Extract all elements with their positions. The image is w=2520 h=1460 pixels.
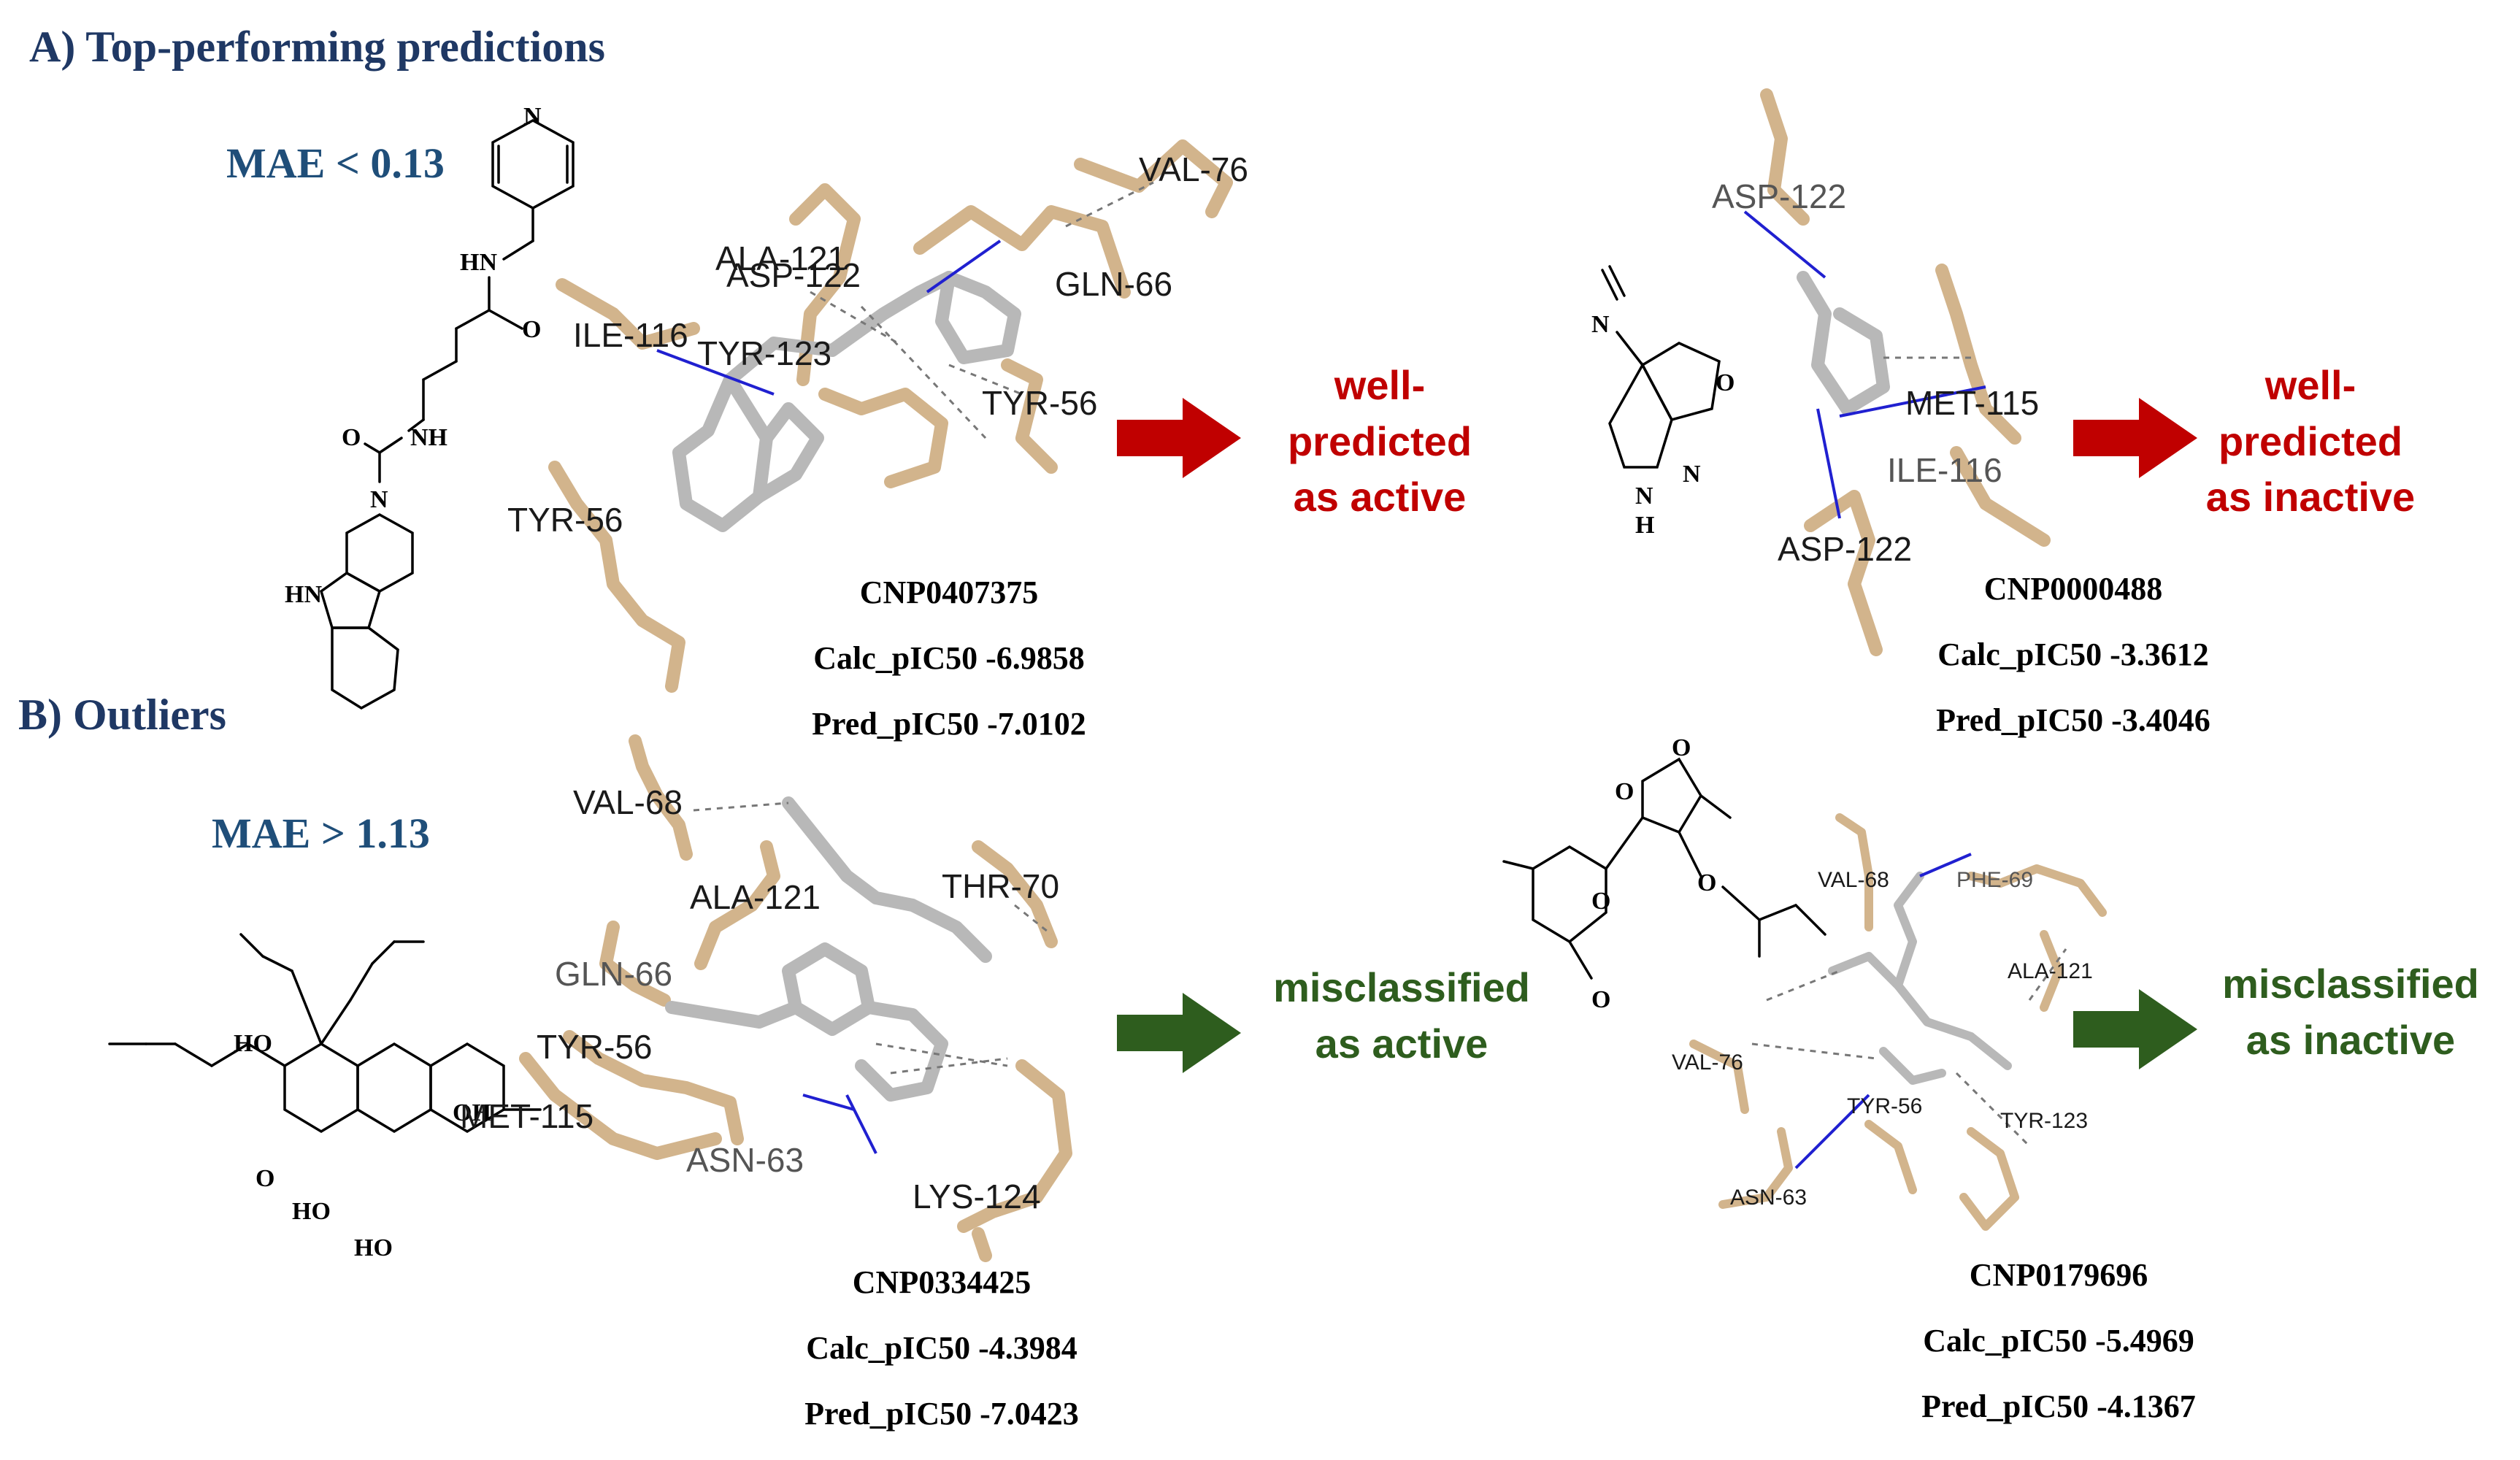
atom-n: N xyxy=(523,103,542,130)
calc-pic50: Calc_pIC50 -3.3612 xyxy=(1937,637,2209,672)
atom-n3: N xyxy=(1635,483,1653,510)
atom-nh: NH xyxy=(410,424,447,451)
verdict-line: as inactive xyxy=(2205,474,2416,520)
atom-n2: N xyxy=(1683,461,1701,488)
atom-ho: HO xyxy=(234,1030,272,1057)
structure-2d-cnp0179696: O O O O O xyxy=(1502,734,1826,1013)
residue-label: MET-115 xyxy=(1905,384,2039,422)
pred-pic50: Pred_pIC50 -4.1367 xyxy=(1921,1388,2196,1424)
residue-label: TYR-123 xyxy=(2000,1109,2088,1133)
verdict-line: well- xyxy=(1334,362,1426,408)
residue-label: TYR-56 xyxy=(507,501,623,539)
arrow-right-icon xyxy=(1117,398,1241,478)
atom-o2: O xyxy=(342,424,361,451)
structure-2d-cnp0000488: N O N N H xyxy=(1591,265,1735,539)
atom-n2: N xyxy=(370,486,388,513)
binding-pose-3d-cnp0000488: ASP-122 MET-115 ILE-116 ASP-122 xyxy=(1712,88,2051,656)
binding-pose-3d-cnp0179696: VAL-68 PHE-69 ALA-121 VAL-76 TYR-56 TYR-… xyxy=(1672,813,2107,1231)
residue-label: GLN-66 xyxy=(555,955,672,993)
structure-2d-cnp0334425: HO OH O HO HO xyxy=(108,933,542,1261)
compound-id: CNP0000488 xyxy=(1983,571,2163,607)
verdict-line: as inactive xyxy=(2246,1016,2456,1063)
arrow-right-icon xyxy=(2073,398,2197,478)
mae-threshold-b: MAE > 1.13 xyxy=(212,810,430,857)
residue-label: ASN-63 xyxy=(686,1141,804,1179)
residue-label: TYR-56 xyxy=(982,384,1097,422)
binding-pose-3d-cnp0334425: VAL-68 ALA-121 THR-70 GLN-66 TYR-56 MET-… xyxy=(460,734,1072,1262)
section-a-title: A) Top-performing predictions xyxy=(29,23,605,71)
residue-label: TYR-56 xyxy=(537,1028,652,1066)
residue-label: TYR-123 xyxy=(697,334,831,372)
residue-label: ALA-121 xyxy=(690,878,821,916)
atom-hn: HN xyxy=(460,249,497,276)
calc-pic50: Calc_pIC50 -5.4969 xyxy=(1923,1323,2194,1359)
compound-id: CNP0179696 xyxy=(1969,1257,2148,1293)
binding-pose-3d-cnp0407375: VAL-76 ALA-121 ASP-122 GLN-66 ILE-116 TY… xyxy=(507,139,1248,693)
atom-o2: O xyxy=(1672,734,1691,761)
residue-label: GLN-66 xyxy=(1055,265,1172,303)
atom-o4: O xyxy=(1591,986,1610,1013)
section-b-title: B) Outliers xyxy=(18,691,226,739)
residue-label: VAL-68 xyxy=(573,783,683,821)
verdict-label: misclassified as inactive xyxy=(2190,956,2511,1068)
atom-o: O xyxy=(1615,778,1634,805)
atom-oh: OH xyxy=(453,1099,491,1126)
residue-label: TYR-56 xyxy=(1847,1094,1922,1118)
verdict-line: misclassified xyxy=(1273,964,1530,1010)
residue-label: ASP-122 xyxy=(1778,530,1912,568)
verdict-line: predicted xyxy=(2218,418,2403,464)
residue-label: VAL-68 xyxy=(1818,868,1889,892)
atom-o3: O xyxy=(1591,888,1610,915)
atom-ho3: HO xyxy=(354,1234,393,1261)
residue-label: VAL-76 xyxy=(1139,150,1248,188)
residue-label: ILE-116 xyxy=(573,316,688,354)
calc-pic50: Calc_pIC50 -4.3984 xyxy=(806,1330,1077,1366)
arrow-right-icon xyxy=(2073,989,2197,1069)
pred-pic50: Pred_pIC50 -7.0102 xyxy=(812,706,1086,742)
compound-id: CNP0407375 xyxy=(859,575,1039,610)
verdict-line: as active xyxy=(1293,474,1467,520)
residue-label: ASP-122 xyxy=(1712,177,1846,215)
atom-hn2: HN xyxy=(285,581,322,608)
pred-pic50: Pred_pIC50 -7.0423 xyxy=(804,1396,1079,1432)
residue-label: ILE-116 xyxy=(1887,451,2002,489)
atom-o: O xyxy=(1716,369,1735,396)
residue-label: ALA-121 xyxy=(715,239,846,277)
verdict-label: well- predicted as inactive xyxy=(2179,358,2442,526)
structure-2d-cnp0407375: N HN O O NH N HN xyxy=(285,103,575,710)
verdict-line: predicted xyxy=(1287,418,1472,464)
residue-label: ALA-121 xyxy=(2008,959,2093,983)
verdict-label: misclassified as active xyxy=(1234,960,1570,1072)
atom-h: H xyxy=(1635,512,1654,539)
atom-n: N xyxy=(1591,311,1610,338)
residue-label: LYS-124 xyxy=(913,1177,1041,1215)
verdict-label: well- predicted as active xyxy=(1241,358,1518,526)
pred-pic50: Pred_pIC50 -3.4046 xyxy=(1936,702,2210,738)
atom-ho2: HO xyxy=(292,1198,331,1225)
residue-label: VAL-76 xyxy=(1672,1050,1743,1075)
residue-label: MET-115 xyxy=(460,1097,593,1135)
atom-o: O xyxy=(256,1165,274,1192)
verdict-line: as active xyxy=(1315,1020,1488,1067)
verdict-line: well- xyxy=(2264,362,2356,408)
calc-pic50: Calc_pIC50 -6.9858 xyxy=(813,640,1085,676)
residue-label: ASN-63 xyxy=(1730,1186,1807,1210)
residue-label: PHE-69 xyxy=(1956,868,2033,892)
residue-label: THR-70 xyxy=(942,867,1059,905)
mae-threshold-a: MAE < 0.13 xyxy=(226,139,445,187)
atom-o: O xyxy=(522,316,541,343)
compound-id: CNP0334425 xyxy=(852,1264,1032,1300)
arrow-right-icon xyxy=(1117,993,1241,1073)
verdict-line: misclassified xyxy=(2222,961,2479,1007)
residue-label: ASP-122 xyxy=(726,256,861,294)
